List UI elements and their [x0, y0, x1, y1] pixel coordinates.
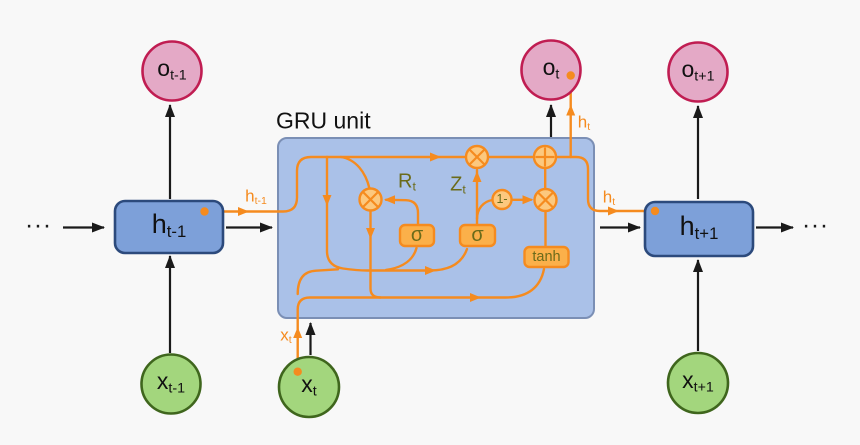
- input-x-prev: [140, 353, 202, 415]
- mult-node-reset: [358, 187, 383, 212]
- wire-rail-to-reset-mult: [339, 155, 371, 190]
- label-sigma-update: σ: [471, 224, 484, 246]
- label-one-minus: 1-: [496, 191, 508, 206]
- xt-terminal-dot: [293, 367, 302, 376]
- one-minus-node: [491, 188, 513, 211]
- label-update-gate: Zt: [450, 173, 466, 197]
- tanh-box: [523, 245, 570, 269]
- mult-node-candidate: [533, 187, 558, 213]
- ot-terminal-dot: [566, 71, 575, 80]
- wire-sigma-reset-out: [384, 198, 420, 227]
- wire-hprev-to-rail: [203, 155, 468, 213]
- sigma-update-box: [458, 223, 497, 248]
- wire-label-h-prev: ht-1: [245, 186, 267, 207]
- label-tanh: tanh: [532, 248, 561, 265]
- black-arrows: [63, 104, 794, 355]
- wire-label-xt: xt: [280, 325, 292, 346]
- label-o-next: ot+1: [681, 56, 715, 85]
- orange-arrowheads: [238, 104, 619, 338]
- wire-update-to-oneminus: [475, 198, 494, 221]
- cell-h-prev: [113, 199, 225, 255]
- sigma-reset-box: [398, 223, 436, 248]
- hidden-state-wires: [203, 76, 653, 373]
- output-o-next: [667, 41, 729, 103]
- gru-unit-box: [277, 137, 595, 319]
- label-o-curr: ot: [542, 54, 560, 83]
- wire-label-ht-up: ht: [577, 112, 591, 133]
- ellipsis-left: ...: [25, 205, 53, 234]
- wire-xt-to-tanh-bus: [296, 267, 546, 373]
- label-o-prev: ot-1: [157, 55, 187, 84]
- label-h-prev: ht-1: [151, 209, 187, 242]
- label-x-prev: xt-1: [156, 368, 186, 397]
- gru-unit-title: GRU unit: [276, 107, 371, 134]
- input-x-next: [666, 351, 730, 415]
- wire-bus-to-sigma-reset: [384, 246, 418, 272]
- output-o-prev: [141, 40, 203, 102]
- wire-hprev-to-gates-bus: [325, 155, 469, 272]
- add-node: [532, 144, 558, 170]
- label-x-next: xt+1: [682, 367, 714, 396]
- wire-xt-to-gates-bus: [296, 268, 340, 296]
- ellipsis-right: ...: [802, 205, 830, 234]
- hprev-terminal-dot: [200, 207, 209, 216]
- hnext-terminal-dot: [650, 206, 660, 216]
- wire-reset-mult-out: [369, 209, 382, 299]
- wire-ht-out-right: [554, 155, 653, 213]
- wire-label-ht-right: ht: [602, 187, 616, 208]
- label-reset-gate: Rt: [398, 170, 416, 194]
- label-sigma-reset: σ: [410, 224, 424, 246]
- mult-node-update: [464, 144, 490, 170]
- label-x-curr: xt: [301, 371, 317, 400]
- cell-h-next: [643, 200, 755, 258]
- label-h-next: ht+1: [679, 211, 719, 244]
- output-o-curr: [520, 39, 582, 101]
